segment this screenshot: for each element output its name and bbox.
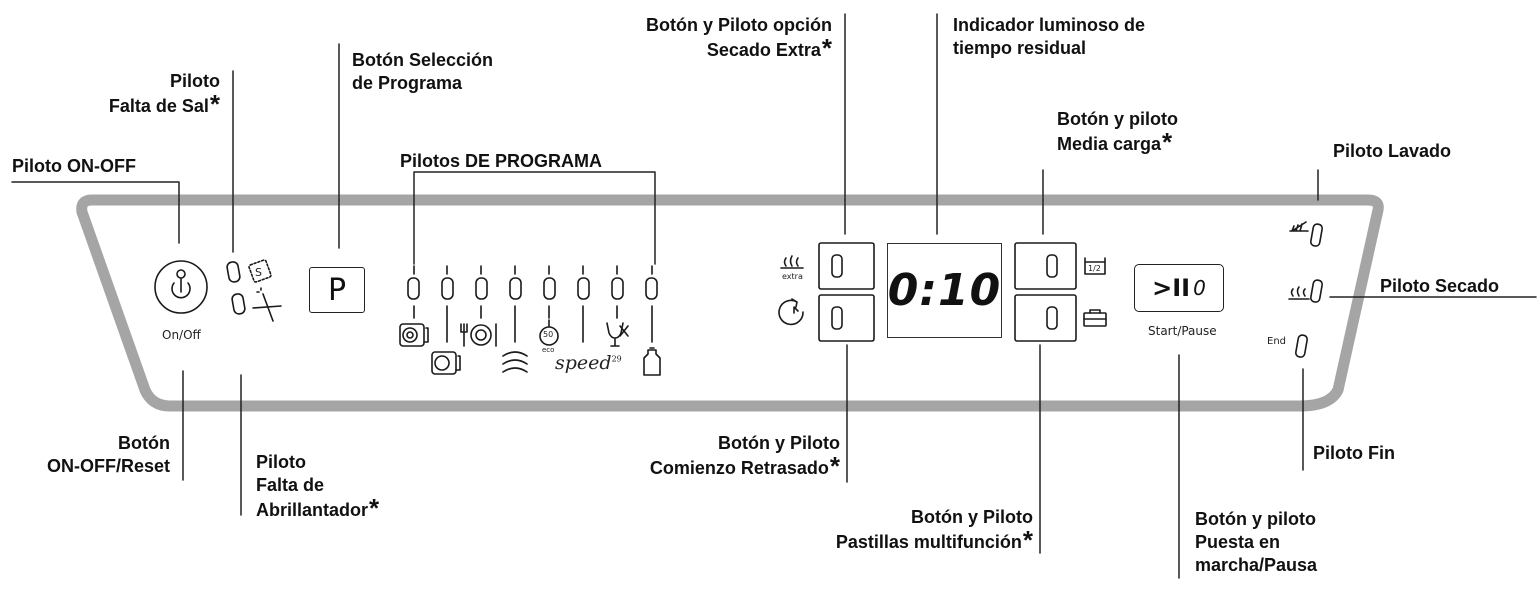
half-load-button xyxy=(1014,242,1077,290)
label-piloto-falta-sal: Piloto Falta de Sal* xyxy=(108,71,220,119)
wash-brush-icon xyxy=(1289,221,1309,232)
program-lamp-2 xyxy=(441,277,454,300)
start-pause-label: Start/Pause xyxy=(1148,324,1217,338)
eco-temp-label: 50 xyxy=(543,330,554,339)
glass-icon xyxy=(606,322,629,347)
label-piloto-fin: Piloto Fin xyxy=(1313,443,1395,463)
program-lamp-6 xyxy=(577,277,590,300)
program-ticks xyxy=(413,265,653,343)
salt-icon xyxy=(248,259,272,283)
prewash-heavy-pot-icon xyxy=(399,323,429,347)
program-lamp-1 xyxy=(407,277,420,300)
half-load-label: 1/2 xyxy=(1088,264,1101,273)
end-lamp xyxy=(1294,334,1309,358)
start-pause-button[interactable]: >II 0 xyxy=(1134,264,1224,312)
program-icons xyxy=(399,319,661,376)
extra-dry-lamp xyxy=(831,254,843,278)
label-piloto-secado: Piloto Secado xyxy=(1380,276,1500,296)
half-load-lamp xyxy=(1046,254,1058,278)
salt-lamp xyxy=(226,261,241,283)
program-lamp-5 xyxy=(543,277,556,300)
leader-lines xyxy=(11,13,1537,579)
remaining-time-display: 0:10 xyxy=(887,243,1002,338)
program-lamp-3 xyxy=(475,277,488,300)
label-pilotos-programa: Pilotos DE PROGRAMA xyxy=(400,151,603,171)
panel-outline xyxy=(76,194,1384,412)
label-boton-comienzo-retrasado: Botón y Piloto Comienzo Retrasado* xyxy=(649,433,840,481)
delay-start-lamp xyxy=(831,306,843,330)
dry-lamp xyxy=(1309,279,1324,303)
leader-pilotos-programa xyxy=(413,171,656,265)
rinse-aid-lamp xyxy=(231,293,246,315)
start-pause-lamp: 0 xyxy=(1193,276,1206,300)
multitab-button xyxy=(1014,294,1077,342)
leader-piloto-on-off xyxy=(11,181,180,244)
extra-label: extra xyxy=(782,272,803,281)
half-load-icon xyxy=(1084,257,1106,275)
multitab-lamp xyxy=(1046,306,1058,330)
square-buttons xyxy=(818,242,1077,342)
label-piloto-on-off: Piloto ON-OFF xyxy=(12,156,136,176)
dry-indicator xyxy=(1288,279,1324,303)
program-lamp-8 xyxy=(645,277,658,300)
power-button-ring xyxy=(154,260,208,314)
multitab-icon xyxy=(1083,309,1107,327)
eco-label: eco xyxy=(542,346,555,354)
program-lamps xyxy=(407,265,658,343)
delay-start-icon xyxy=(778,298,804,326)
on-off-label: On/Off xyxy=(162,328,201,342)
extra-dry-icon xyxy=(780,255,804,269)
label-boton-seleccion-programa: Botón Selección de Programa xyxy=(352,50,494,93)
label-boton-media-carga: Botón y piloto Media carga* xyxy=(1057,109,1178,157)
program-lamp-7 xyxy=(611,277,624,300)
label-piloto-abrillantador: Piloto Falta de Abrillantador* xyxy=(256,452,380,523)
power-indicator-light xyxy=(176,269,186,279)
label-piloto-lavado: Piloto Lavado xyxy=(1333,141,1452,161)
wash-lamp xyxy=(1309,223,1324,247)
speed-program-logo: speed29 xyxy=(555,352,622,374)
wash-indicator xyxy=(1289,221,1324,247)
program-select-button[interactable]: P xyxy=(309,267,365,313)
label-boton-pastillas: Botón y Piloto Pastillas multifunción* xyxy=(835,507,1033,555)
rinse-aid-icon xyxy=(252,287,282,322)
rinse-waves-icon xyxy=(502,351,528,373)
label-boton-on-off-reset: Botón ON-OFF/Reset xyxy=(46,433,170,476)
delay-start-button xyxy=(818,294,875,342)
label-indicador-tiempo: Indicador luminoso de tiempo residual xyxy=(953,15,1146,58)
speed-label: speed xyxy=(555,352,612,374)
program-lamp-4 xyxy=(509,277,522,300)
dry-steam-icon xyxy=(1288,286,1310,300)
play-pause-icon: >II xyxy=(1152,274,1191,302)
label-boton-puesta-marcha: Botón y piloto Puesta en marcha/Pausa xyxy=(1195,509,1318,575)
pot-icon xyxy=(431,351,461,375)
end-indicator xyxy=(1294,334,1309,358)
plate-cutlery-icon xyxy=(460,323,497,347)
label-boton-secado-extra: Botón y Piloto opción Secado Extra* xyxy=(646,15,832,63)
power-button xyxy=(154,260,208,314)
eco-icon xyxy=(539,319,559,346)
end-label: End xyxy=(1267,336,1287,347)
speed-badge: 29 xyxy=(611,354,622,364)
extra-dry-button xyxy=(818,242,875,290)
salt-rinse-lamps: S xyxy=(226,259,282,322)
salt-icon-letter: S xyxy=(255,266,262,279)
baby-bottle-icon xyxy=(643,347,661,376)
power-icon xyxy=(171,278,191,299)
